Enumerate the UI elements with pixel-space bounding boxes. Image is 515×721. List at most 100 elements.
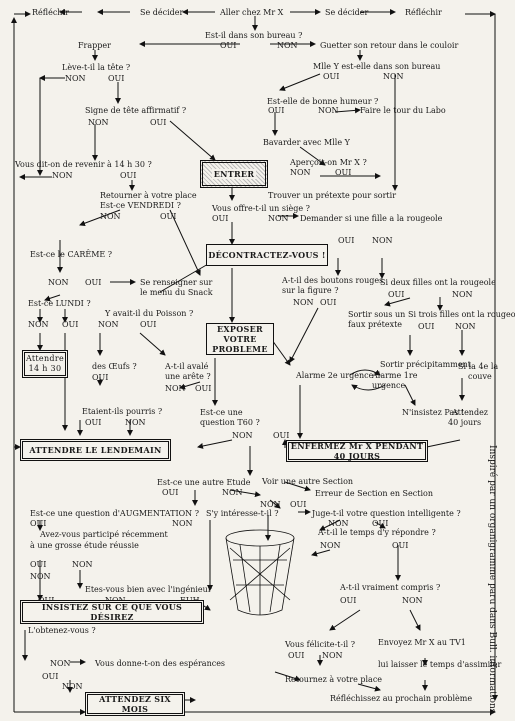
step-aller-chez-mr-x: Aller chez Mr X [220, 8, 284, 17]
step-attendez-40-2: 40 jours [448, 418, 482, 427]
label-non: NON [98, 320, 119, 329]
question-siege: Vous offre-t-il un siège ? [212, 204, 310, 213]
question-apercoit: Aperçoit-on Mr X ? [290, 158, 367, 167]
label-non: NON [50, 659, 71, 668]
question-t60-1: Est-ce une [200, 408, 243, 417]
step-rougeole: Demander si une fille a la rougeole [300, 214, 443, 223]
label-non: NON [165, 384, 186, 393]
label-oui: OUI [220, 41, 237, 50]
label-oui: OUI [392, 541, 409, 550]
label-non: NON [320, 541, 341, 550]
question-lundi: Est-ce LUNDI ? [28, 299, 91, 308]
step-pretexte: Trouver un prétexte pour sortir [268, 191, 397, 200]
label-oui: OUI [273, 431, 290, 440]
label-non: NON [383, 72, 404, 81]
label-non: NON [372, 236, 393, 245]
label-non: NON [62, 682, 83, 691]
label-oui: OUI [288, 651, 305, 660]
label-oui: OUI [92, 373, 109, 382]
box-attendre-lendemain: ATTENDRE LE LENDEMAIN [20, 439, 171, 461]
step-frapper: Frapper [78, 41, 111, 50]
label-oui: OUI [340, 596, 357, 605]
label-non: NON [260, 500, 281, 509]
label-non: NON [452, 290, 473, 299]
label-oui: OUI [212, 214, 229, 223]
box-attendez-six-mois: ATTENDEZ SIX MOIS [85, 692, 185, 716]
box-insistez-desirez: INSISTEZ SUR CE QUE VOUS DÉSIREZ [20, 600, 204, 624]
step-alarme-1-b: urgence [372, 381, 406, 390]
label-non: NON [28, 320, 49, 329]
step-reflechir-left: Réfléchir [32, 8, 69, 17]
step-snack-2: le menu du Snack [140, 288, 213, 297]
step-erreur-section: Erreur de Section en Section [315, 489, 433, 498]
label-non: NON [290, 168, 311, 177]
label-oui: OUI [108, 74, 125, 83]
step-envoyez-tv1: Envoyez Mr X au TV1 [378, 638, 466, 647]
question-boutons-2: sur la figure ? [282, 286, 339, 295]
label-non: NON [232, 431, 253, 440]
label-non: NON [30, 572, 51, 581]
label-non: NON [100, 212, 121, 221]
question-compris: A-t-il vraiment compris ? [340, 583, 441, 592]
step-participe-2: à une grosse étude réussie [30, 541, 139, 550]
label-oui: OUI [290, 500, 307, 509]
question-leve-tete: Lève-t-il la tête ? [62, 63, 131, 72]
label-oui: OUI [320, 298, 337, 307]
label-non: NON [328, 519, 349, 528]
label-oui: OUI [120, 171, 137, 180]
box-attendre-14h30: Attendre 14 h 30 [22, 350, 68, 378]
label-non: NON [65, 74, 86, 83]
question-deux-filles: Si deux filles ont la rougeole [380, 278, 496, 287]
step-retourner-place: Retourner à votre place [100, 191, 197, 200]
label-non: NON [402, 596, 423, 605]
step-prochain-probleme: Réfléchissez au prochain problème [330, 694, 473, 703]
question-obtenez: L'obtenez-vous ? [28, 626, 96, 635]
label-oui: OUI [30, 519, 47, 528]
label-oui: OUI [160, 212, 177, 221]
question-oeufs: des Œufs ? [92, 362, 137, 371]
question-vendredi: Est-ce VENDREDI ? [100, 201, 181, 210]
box-entrer: ENTRER [200, 160, 268, 188]
question-interesse: S'y intéresse-t-il ? [206, 509, 279, 518]
step-insistez-pas: N'insistez Pas ! [402, 408, 465, 417]
label-non: NON [318, 106, 339, 115]
question-signe-tete: Signe de tête affirmatif ? [85, 106, 187, 115]
label-non: NON [52, 171, 73, 180]
label-non: NON [125, 418, 146, 427]
step-se-decider-right: Se décider [325, 8, 369, 17]
label-non: NON [48, 278, 69, 287]
label-oui: OUI [195, 384, 212, 393]
question-arete-1: A-t-il avalé [165, 362, 209, 371]
question-juge: Juge-t-il votre question intelligente ? [312, 509, 461, 518]
label-oui: OUI [30, 560, 47, 569]
question-felicite: Vous félicite-t-il ? [285, 640, 356, 649]
box-exposer-probleme: EXPOSER VOTRE PROBLEME [206, 323, 274, 355]
box-exposer-line-1: EXPOSER VOTRE [217, 324, 263, 344]
question-t60-2: question T60 ? [200, 418, 260, 427]
step-sortir-precipitamment: Sortir précipitamment [380, 360, 471, 369]
step-snack-1: Se renseigner sur [140, 278, 213, 287]
step-sortir-sous-1: Sortir sous un [348, 310, 406, 319]
label-oui: OUI [268, 106, 285, 115]
label-oui: OUI [418, 322, 435, 331]
step-faire-tour: Faire le tour du Labo [360, 106, 446, 115]
label-oui: OUI [62, 320, 79, 329]
label-non: NON [222, 488, 243, 497]
box-exposer-line-2: PROBLEME [212, 344, 268, 354]
question-temps: A-t-il le temps d'y répondre ? [318, 528, 436, 537]
label-oui: OUI [85, 278, 102, 287]
label-oui: OUI [338, 236, 355, 245]
question-arete-2: une arête ? [165, 372, 211, 381]
question-poisson: Y avait-il du Poisson ? [105, 309, 194, 318]
step-participe-1: Avez-vous participé récemment [40, 530, 168, 539]
label-oui: OUI [372, 519, 389, 528]
question-bonne-humeur: Est-elle de bonne humeur ? [267, 97, 379, 106]
label-oui: OUI [388, 290, 405, 299]
label-non: NON [455, 322, 476, 331]
step-se-decider-left: Se décider [140, 8, 184, 17]
step-alarme-2: Alarme 2e urgence [296, 371, 374, 380]
step-quatrieme-2: couve [468, 372, 492, 381]
question-esperances: Vous donne-t-on des espérances [95, 659, 226, 668]
label-oui: OUI [335, 168, 352, 177]
question-mlle-y: Mlle Y est-elle dans son bureau [313, 62, 441, 71]
